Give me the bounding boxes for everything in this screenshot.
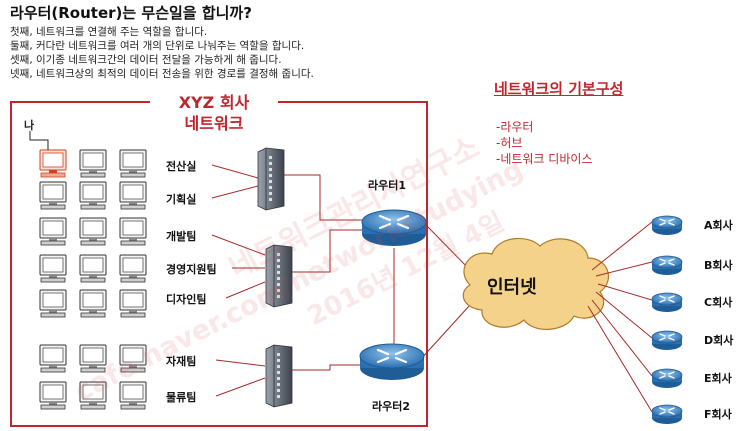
xyz-title-line2: 네트워크 [184,114,244,133]
pc-icon [119,181,147,210]
pc-icon [79,289,107,318]
department-links [211,164,266,397]
description-line-1: 첫째, 네트워크를 연결해 주는 역할을 합니다. [10,26,208,38]
router2-icon [358,342,426,382]
pc-icon [119,289,147,318]
dept-label-it: 전산실 [166,160,197,173]
company-router-icon [651,330,683,351]
hub-router-links [284,174,471,371]
company-label-c: C회사 [704,296,733,309]
company-router-icon [651,292,683,313]
description-line-2: 둘째, 커다란 네트워크를 여러 개의 단위로 나눠주는 역할을 합니다. [10,40,305,52]
component-item-hub: -허브 [496,136,523,150]
pc-icon [39,181,67,210]
pc-icon [119,149,147,178]
router2-label: 라우터2 [372,400,411,413]
hub-icon [265,344,293,408]
internet-company-links [587,221,653,413]
dept-label-management: 경영지원팀 [166,263,217,276]
router1-label: 라우터1 [368,179,407,192]
company-label-b: B회사 [704,259,733,272]
company-label-d: D회사 [704,334,734,347]
company-router-icon [651,368,683,389]
pc-icon [39,217,67,246]
me-pointer-line [29,131,49,150]
hub-icon [257,147,285,211]
pc-icon [79,181,107,210]
dept-label-design: 디자인팀 [166,293,207,306]
dept-label-planning: 기획실 [166,193,197,206]
pc-icon [119,217,147,246]
pc-icon [39,289,67,318]
company-router-icon [651,404,683,425]
me-label: 나 [24,119,35,132]
component-item-router: -라우터 [496,120,534,134]
xyz-network-title: XYZ 회사 네트워크 [150,92,278,134]
dept-label-development: 개발팀 [166,230,197,243]
description-line-3: 셋째, 이기종 네트워크간의 데이터 전달을 가능하게 해 줍니다. [10,54,282,66]
pc-icon [79,254,107,283]
component-item-device: -네트워크 디바이스 [496,152,593,166]
pc-icon [79,149,107,178]
internet-label: 인터넷 [487,277,537,298]
description-line-4: 넷째, 네트워크상의 최적의 데이터 전송을 위한 경로를 결정해 줍니다. [10,68,314,80]
components-heading: 네트워크의 기본구성 [494,80,624,98]
dept-label-logistics: 물류팀 [166,391,197,404]
internet-cloud-icon [462,237,610,330]
pc-icon [39,344,67,373]
my-pc-icon [39,149,67,178]
pc-icon [119,254,147,283]
dept-label-materials: 자재팀 [166,355,197,368]
page-title: 라우터(Router)는 무슨일을 합니까? [10,4,252,22]
xyz-title-line1: XYZ 회사 [178,93,250,112]
company-label-f: F회사 [704,408,732,421]
pc-icon [79,217,107,246]
pc-icon [39,381,67,410]
company-router-icon [651,255,683,276]
pc-icon [39,254,67,283]
company-router-icon [651,215,683,236]
company-label-e: E회사 [704,372,732,385]
company-label-a: A회사 [704,219,733,232]
